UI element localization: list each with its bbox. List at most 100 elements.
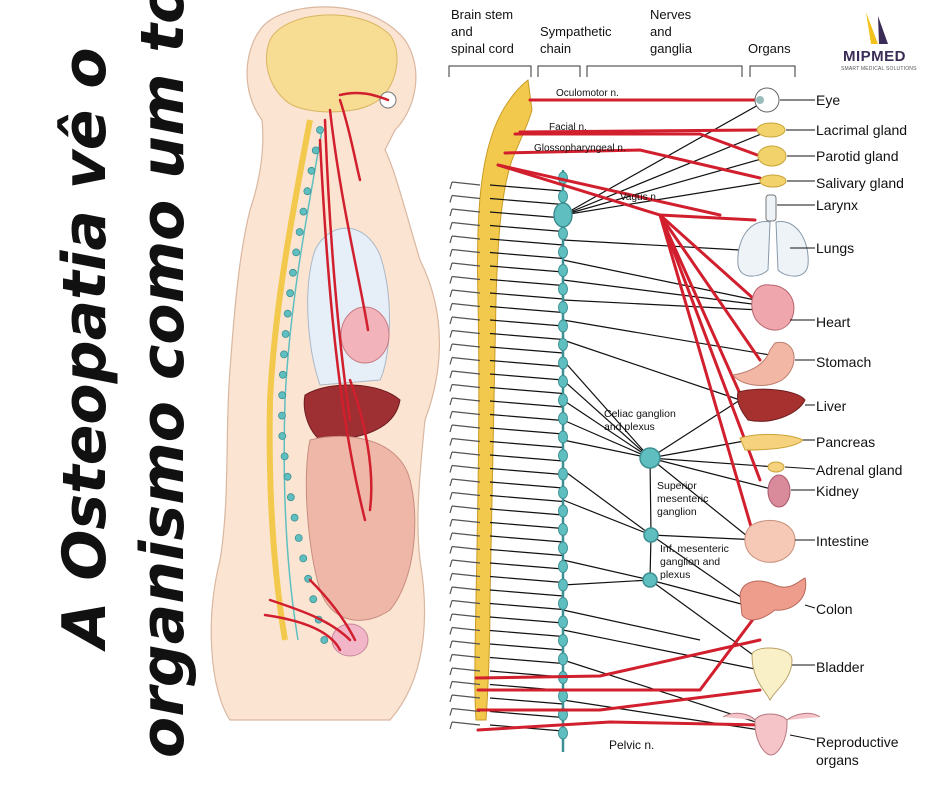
spinal-root xyxy=(449,694,481,703)
body-ganglion xyxy=(290,513,299,522)
label-larynx: Larynx xyxy=(816,197,859,213)
autonomic-fiber xyxy=(650,534,746,601)
chain-ganglion xyxy=(558,449,568,462)
rami-communicantes xyxy=(489,643,564,651)
rami-communicantes xyxy=(489,589,564,597)
body-illustration xyxy=(210,6,440,721)
parasympathetic-nerve xyxy=(518,128,762,134)
chain-ganglion xyxy=(558,689,568,703)
label-facial-nerve: Facial n. xyxy=(549,122,587,133)
rami-communicantes xyxy=(489,697,564,705)
rami-communicantes xyxy=(489,616,564,624)
spinal-root xyxy=(449,221,481,230)
spinal-root xyxy=(449,680,481,689)
spinal-root xyxy=(449,208,481,217)
label-heart: Heart xyxy=(816,314,851,330)
label-stomach: Stomach xyxy=(816,354,872,370)
body-ganglion xyxy=(281,330,290,338)
adrenal-gland-icon xyxy=(767,461,785,473)
autonomic-fiber xyxy=(649,457,652,536)
larynx-icon xyxy=(765,194,777,222)
body-ganglia xyxy=(278,126,329,644)
label-liver: Liver xyxy=(816,398,847,414)
parasympathetic-nerve xyxy=(658,213,762,362)
autonomic-fiber xyxy=(562,339,741,401)
rami-communicantes xyxy=(489,211,564,219)
rami-communicantes xyxy=(489,548,564,557)
heart-icon xyxy=(751,284,795,331)
spinal-root xyxy=(449,262,481,271)
body-ganglion xyxy=(292,248,301,257)
label-pancreas: Pancreas xyxy=(816,434,876,450)
organ-leader-lines xyxy=(777,99,816,741)
body-ganglion xyxy=(286,493,295,502)
lungs-icon xyxy=(737,221,809,277)
rami-communicantes xyxy=(489,427,564,435)
rami-communicantes xyxy=(489,508,564,516)
spinal-root xyxy=(449,532,481,541)
spinal-root xyxy=(449,356,481,365)
parasympathetic-nerve xyxy=(496,163,722,217)
label-eye: Eye xyxy=(816,92,841,108)
rami-communicantes xyxy=(489,238,564,246)
rami-communicantes xyxy=(489,400,564,408)
spinal-root xyxy=(449,397,481,406)
leader-line xyxy=(789,734,816,741)
autonomic-fiber xyxy=(650,534,761,541)
spinal-root xyxy=(449,424,481,433)
body-nerves xyxy=(263,91,390,652)
autonomic-fiber xyxy=(649,579,746,606)
chain-ganglion xyxy=(558,227,568,240)
autonomic-fibers xyxy=(489,99,780,732)
rami-communicantes xyxy=(489,319,564,327)
autonomic-fiber xyxy=(562,99,768,216)
label-glossopharyngeal-nerve: Glossopharyngeal n. xyxy=(534,143,626,154)
autonomic-fiber xyxy=(562,155,773,216)
body-spine xyxy=(266,119,323,641)
body-ganglion xyxy=(278,411,286,420)
body-ganglion xyxy=(320,636,329,644)
spinal-root xyxy=(449,451,481,460)
mipmed-logo-icon xyxy=(866,12,888,44)
eye-icon xyxy=(754,87,780,113)
chain-ganglion xyxy=(558,615,568,629)
autonomic-fiber xyxy=(562,359,651,459)
autonomic-fiber xyxy=(562,180,774,216)
spinal-root xyxy=(449,437,481,446)
autonomic-fiber xyxy=(562,239,741,251)
spinal-root xyxy=(449,181,481,190)
parasympathetic-nerve xyxy=(658,213,754,532)
rami-communicantes xyxy=(489,305,564,314)
body-ganglion xyxy=(316,126,324,134)
chain-ganglion xyxy=(558,486,568,499)
spinal-root xyxy=(449,599,481,608)
spinal-root xyxy=(449,235,481,244)
chain-ganglion xyxy=(558,430,568,444)
chain-ganglion xyxy=(558,338,568,351)
autonomic-fiber xyxy=(562,499,652,536)
superior-mesenteric-ganglion xyxy=(643,527,659,543)
spinal-root xyxy=(449,518,481,527)
sympathetic-ganglia xyxy=(553,171,573,740)
chain-ganglion xyxy=(558,190,568,203)
intestine-icon xyxy=(744,519,796,563)
autonomic-fiber xyxy=(649,457,753,541)
rami-communicantes xyxy=(489,562,564,570)
body-ganglion xyxy=(303,187,312,196)
inferior-mesenteric-ganglion xyxy=(642,572,658,588)
rami-communicantes xyxy=(489,359,564,368)
label-reproductive: Reproductive xyxy=(816,734,899,750)
spinal-root xyxy=(449,505,481,514)
spinal-root xyxy=(449,316,481,325)
superior-cervical-ganglion xyxy=(553,202,573,228)
spinal-root xyxy=(449,302,481,311)
autonomic-fiber xyxy=(562,399,651,459)
spinal-root xyxy=(449,559,481,568)
spinal-root xyxy=(449,289,481,298)
chain-ganglion xyxy=(558,467,568,481)
